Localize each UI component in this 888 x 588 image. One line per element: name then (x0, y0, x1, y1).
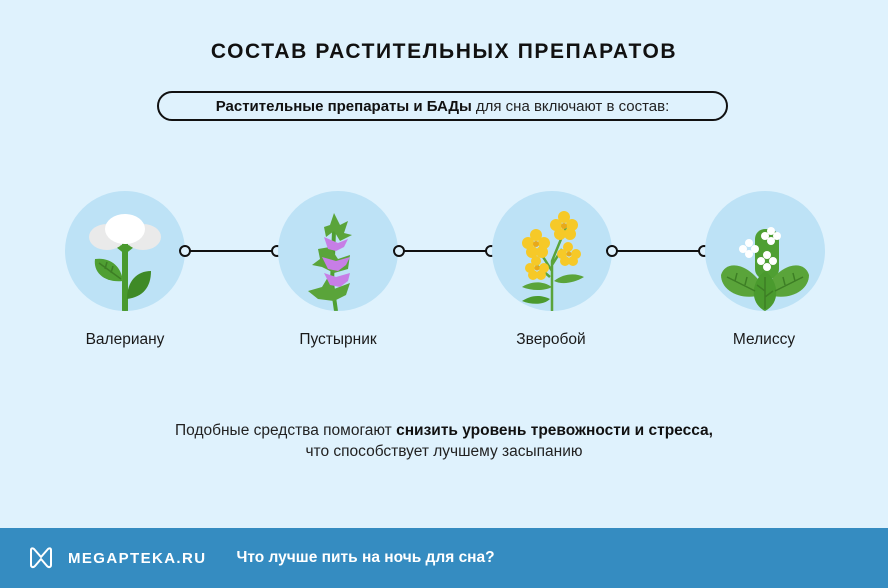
intro-pill: Растительные препараты и БАДы для сна вк… (157, 91, 728, 121)
st-johns-wort-icon (492, 191, 612, 311)
valerian-icon (65, 191, 185, 311)
herb-label-lemon-balm: Мелиссу (732, 331, 796, 348)
page-title: СОСТАВ РАСТИТЕЛЬНЫХ ПРЕПАРАТОВ (210, 40, 678, 63)
herb-label-valerian: Валериану (85, 331, 165, 348)
description-line2: что способствует лучшему засыпанию (305, 443, 583, 460)
intro-bold: Растительные препараты и БАДы (215, 97, 472, 115)
description-regular: Подобные средства помогают (175, 422, 392, 439)
description: Подобные средства помогают снизить урове… (0, 420, 888, 462)
megapteka-logo-icon (30, 547, 52, 569)
intro-rest: для сна включают в состав: (475, 97, 670, 115)
footer-bar: MEGAPTEKA.RU Что лучше пить на ночь для … (0, 528, 888, 588)
connector (179, 245, 283, 257)
motherwort-icon (278, 191, 398, 311)
lemon-balm-icon (705, 191, 825, 311)
article-title: Что лучше пить на ночь для сна? (236, 549, 495, 566)
brand-name[interactable]: MEGAPTEKA.RU (68, 549, 207, 567)
description-bold: снизить уровень тревожности и стресса, (396, 422, 713, 439)
connector (606, 245, 710, 257)
herb-label-st-johns-wort: Зверобой (516, 331, 586, 348)
connector (393, 245, 497, 257)
herb-label-motherwort: Пустырник (299, 331, 377, 348)
